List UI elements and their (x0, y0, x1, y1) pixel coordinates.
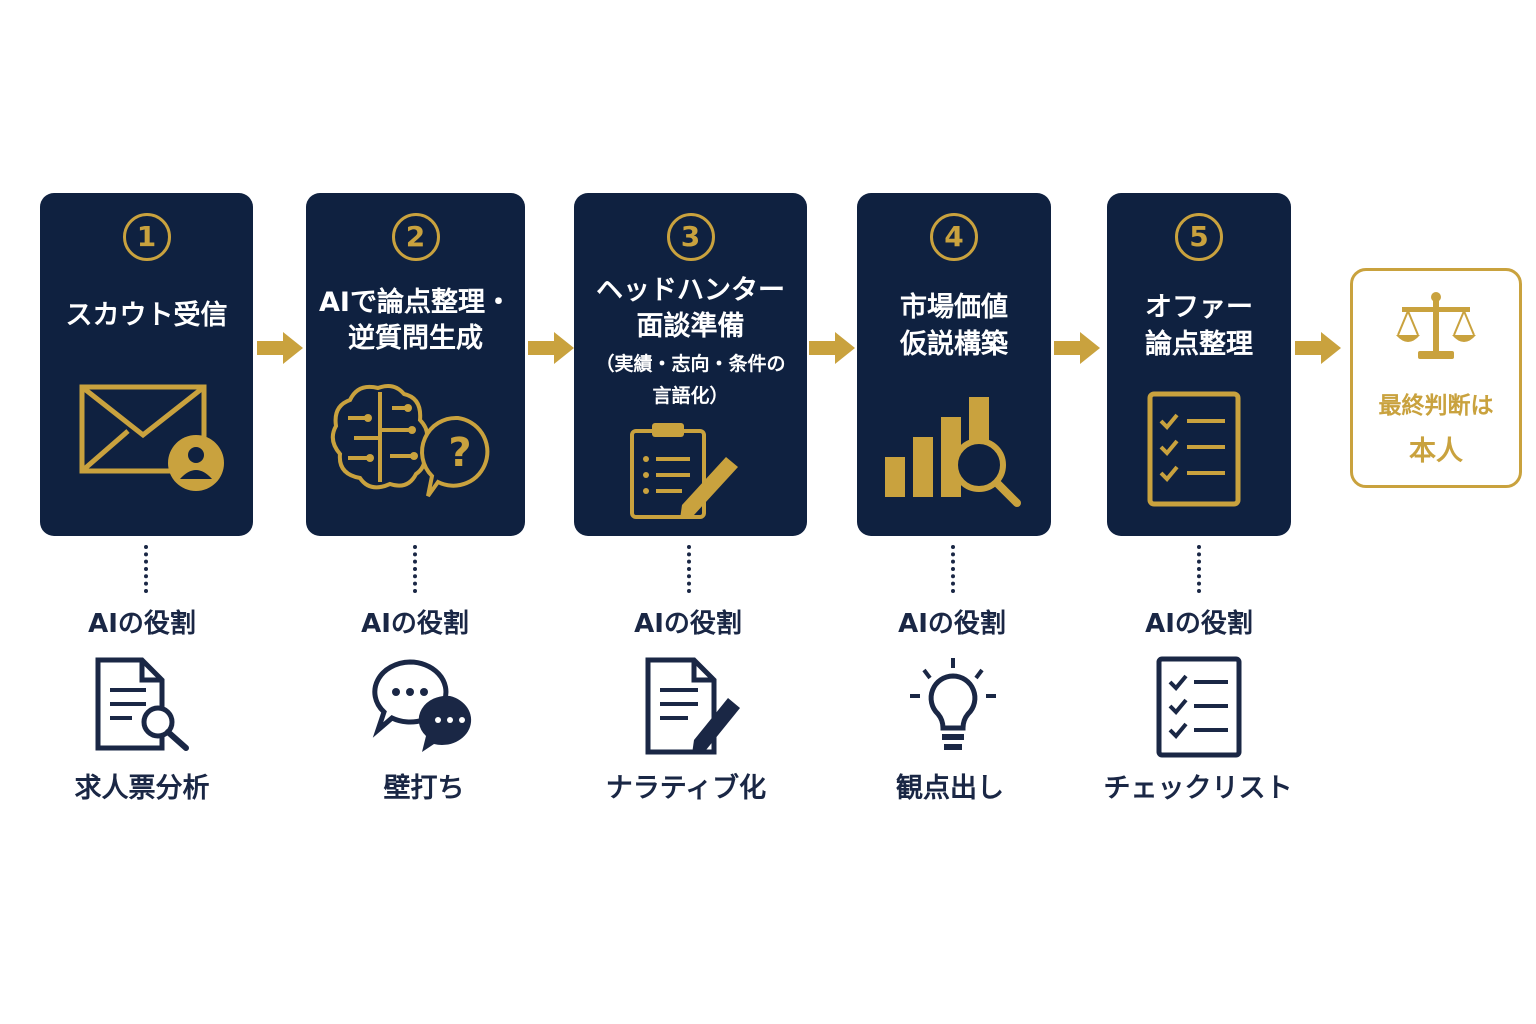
step-3-subtitle-line-1: （実績・志向・条件の (595, 353, 786, 375)
step-3-card: 3 ヘッドハンター 面談準備 （実績・志向・条件の 言語化） (574, 193, 807, 536)
step-4-title-line-1: 市場価値 (900, 292, 1008, 323)
step-number-1: 1 (122, 213, 171, 261)
arrow-right-icon (809, 332, 855, 364)
step-3-subtitle-line-2: 言語化） (652, 385, 729, 407)
brain-question-icon: ? (330, 384, 490, 498)
bar-chart-magnifier-icon (885, 397, 1021, 507)
ai-role-heading: AIの役割 (634, 609, 742, 639)
document-search-icon (95, 657, 189, 751)
ai-role-heading: AIの役割 (88, 609, 196, 639)
dotted-connector (413, 545, 417, 593)
envelope-user-icon (79, 384, 224, 491)
step-2-title-line-2: 逆質問生成 (348, 323, 483, 354)
clipboard-pen-icon (630, 423, 738, 519)
dotted-connector (1197, 545, 1201, 593)
final-decision-box: 最終判断は 本人 (1350, 268, 1522, 488)
ai-role-label: ナラティブ化 (605, 773, 767, 804)
chat-bubbles-icon (372, 659, 472, 752)
arrow-right-icon (1295, 332, 1341, 364)
scales-icon (1396, 292, 1476, 359)
step-number-5: 5 (1175, 213, 1223, 261)
step-4-card: 4 市場価値 仮説構築 (857, 193, 1051, 536)
ai-role-label: チェックリスト (1103, 773, 1293, 804)
step-4-title-line-2: 仮説構築 (900, 329, 1008, 360)
step-2-card: 2 AIで論点整理・ 逆質問生成 ? (306, 193, 525, 536)
step-1-title: スカウト受信 (65, 300, 228, 331)
ai-role-heading: AIの役割 (1145, 609, 1253, 639)
ai-role-label: 観点出し (896, 773, 1004, 804)
svg-text:?: ? (448, 430, 471, 476)
dotted-connector (951, 545, 955, 593)
lightbulb-icon (910, 658, 996, 750)
document-edit-icon (645, 657, 740, 755)
arrow-right-icon (257, 332, 303, 364)
arrow-right-icon (528, 332, 574, 364)
dotted-connector (687, 545, 691, 593)
final-decision-line-1: 最終判断は (1378, 393, 1494, 419)
step-1-card: 1 スカウト受信 (40, 193, 253, 536)
ai-role-label: 求人票分析 (74, 773, 210, 804)
step-5-title-line-2: 論点整理 (1145, 329, 1253, 360)
ai-role-label: 壁打ち (383, 773, 465, 804)
ai-role-heading: AIの役割 (361, 609, 469, 639)
dotted-connector (144, 545, 148, 593)
step-number-3: 3 (666, 213, 715, 261)
arrow-right-icon (1054, 332, 1100, 364)
step-number-2: 2 (391, 213, 440, 261)
step-5-card: 5 オファー 論点整理 (1107, 193, 1291, 536)
final-decision-line-2: 本人 (1409, 436, 1463, 467)
step-3-title-line-2: 面談準備 (636, 311, 745, 342)
step-3-title-line-1: ヘッドハンター (596, 275, 785, 306)
step-number-4: 4 (930, 213, 978, 261)
step-5-title-line-1: オファー (1145, 292, 1253, 323)
checklist-icon (1147, 391, 1241, 507)
step-2-title-line-1: AIで論点整理・ (319, 287, 512, 318)
ai-role-heading: AIの役割 (898, 609, 1006, 639)
checklist-icon (1156, 656, 1242, 758)
